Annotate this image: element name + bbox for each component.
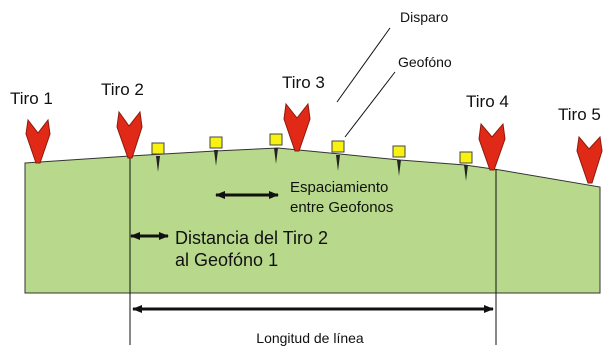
geophone (209, 136, 223, 149)
ground-profile (24, 147, 601, 294)
shot-4-label: Tiro 4 (466, 92, 509, 111)
shot-callout-label: Disparo (400, 9, 448, 25)
geophone-spike (274, 148, 278, 164)
geophone (392, 145, 406, 158)
geophone (331, 140, 345, 153)
geophone-callout-leader (344, 71, 396, 138)
shot-5-icon (576, 135, 603, 184)
shot-callout-leader (336, 27, 391, 103)
shot-4-icon (478, 122, 506, 171)
line-length-label: Longitud de línea (256, 330, 364, 346)
shot-to-geophone-distance-label-line1: Distancia del Tiro 2 (175, 228, 328, 248)
geophone-spike (397, 160, 401, 176)
geophone-spike (156, 156, 160, 172)
geophone-spacing-label-line2: entre Geofonos (290, 199, 393, 216)
geophone-spike (464, 165, 468, 181)
shot-to-geophone-distance-label-line2: al Geofóno 1 (175, 250, 278, 270)
geophone-spike (214, 150, 218, 166)
geophone-spacing-label-line1: Espaciamiento (290, 179, 388, 196)
shot-2-icon (116, 110, 143, 159)
geophone-spike (336, 155, 340, 171)
shot-5-label: Tiro 5 (558, 105, 601, 124)
geophone (459, 151, 473, 164)
shot-3-icon (283, 102, 311, 152)
shot-1-label: Tiro 1 (10, 89, 53, 108)
shot-3-label: Tiro 3 (282, 73, 325, 92)
shot-1-icon (25, 118, 51, 164)
shot-2-label: Tiro 2 (101, 80, 144, 99)
geophone (151, 142, 165, 155)
geophone-callout-label: Geofóno (398, 54, 452, 70)
geophone (269, 133, 283, 146)
